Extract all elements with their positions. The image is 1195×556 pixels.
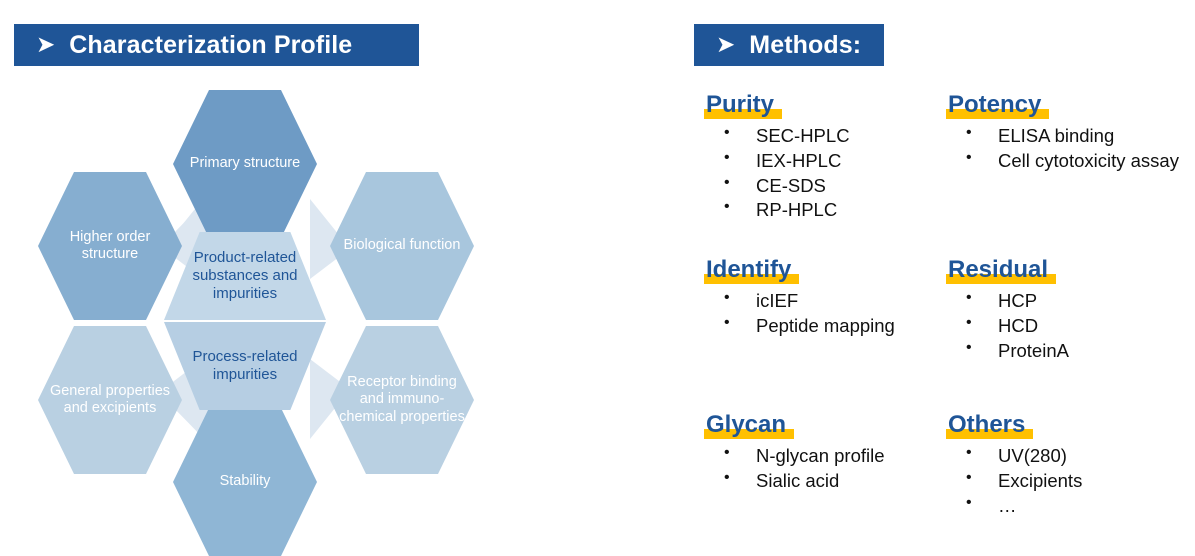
bullet-icon: • (966, 338, 972, 356)
list-item[interactable]: •SEC-HPLC (724, 124, 850, 147)
method-list-identify: •icIEF •Peptide mapping (704, 289, 940, 337)
bullet-icon: • (966, 444, 972, 462)
list-item[interactable]: •Cell cytotoxicity assay (966, 149, 1179, 172)
method-group-identify: Identify •icIEF •Peptide mapping (704, 256, 940, 339)
bullet-icon: • (966, 289, 972, 307)
methods-banner: ➤ Methods: (694, 24, 884, 66)
heading-highlight-bar (704, 109, 783, 120)
heading-highlight-bar (946, 274, 1057, 285)
bullet-icon: • (724, 124, 730, 142)
list-item[interactable]: •N-glycan profile (724, 444, 885, 467)
method-heading-others: Others (946, 411, 1034, 440)
hexagon-label: Higher order structure (69, 228, 151, 262)
bullet-icon: • (966, 314, 972, 332)
method-heading-identify: Identify (704, 256, 800, 285)
heading-highlight-bar (704, 274, 800, 285)
method-heading-potency: Potency (946, 91, 1050, 120)
method-heading-residual: Residual (946, 256, 1057, 285)
list-item[interactable]: •UV(280) (966, 444, 1067, 467)
bullet-icon: • (724, 469, 730, 487)
method-heading-glycan: Glycan (704, 411, 795, 440)
list-item[interactable]: •IEX-HPLC (724, 149, 842, 172)
bullet-icon: • (724, 314, 730, 332)
hexagon-label: General properties and excipients (49, 382, 171, 416)
method-list-potency: •ELISA binding •Cell cytotoxicity assay (946, 124, 1182, 172)
methods-panel: Purity •SEC-HPLC •IEX-HPLC •CE-SDS •RP-H… (694, 91, 1186, 552)
method-list-purity: •SEC-HPLC •IEX-HPLC •CE-SDS •RP-HPLC (704, 124, 940, 222)
list-item[interactable]: •Sialic acid (724, 469, 840, 492)
characterization-profile-banner: ➤ Characterization Profile (14, 24, 419, 66)
method-list-residual: •HCP •HCD •ProteinA (946, 289, 1182, 362)
method-group-purity: Purity •SEC-HPLC •IEX-HPLC •CE-SDS •RP-H… (704, 91, 940, 223)
hexagon-label: Process-related impurities (192, 348, 298, 383)
list-item[interactable]: •ELISA binding (966, 124, 1115, 147)
page-title: Characterization Profile (69, 30, 353, 59)
method-list-others: •UV(280) •Excipients •… (946, 444, 1182, 517)
hexagon-label: Stability (219, 473, 271, 490)
method-list-glycan: •N-glycan profile •Sialic acid (704, 444, 940, 492)
bullet-icon: • (966, 149, 972, 167)
characterization-profile-diagram: Primary structure Higher order structure… (20, 82, 490, 556)
method-group-potency: Potency •ELISA binding •Cell cytotoxicit… (946, 91, 1182, 174)
list-item[interactable]: •RP-HPLC (724, 198, 838, 221)
bullet-icon: • (724, 198, 730, 216)
bullet-icon: • (966, 469, 972, 487)
list-item[interactable]: •CE-SDS (724, 173, 826, 196)
heading-highlight-bar (946, 429, 1034, 440)
hexagon-receptor-binding-immunochemical[interactable]: Receptor binding and immuno-chemical pro… (330, 326, 474, 474)
chevron-right-arrow-icon: ➤ (716, 30, 736, 57)
list-item[interactable]: •ProteinA (966, 338, 1069, 361)
heading-highlight-bar (946, 109, 1050, 120)
heading-highlight-bar (704, 429, 795, 440)
list-item[interactable]: •Excipients (966, 469, 1083, 492)
list-item[interactable]: •HCP (966, 289, 1038, 312)
bullet-icon: • (724, 444, 730, 462)
bullet-icon: • (966, 493, 972, 511)
method-heading-purity: Purity (704, 91, 783, 120)
hexagon-general-properties-and-excipients[interactable]: General properties and excipients (38, 326, 182, 474)
list-item[interactable]: •Peptide mapping (724, 314, 895, 337)
method-group-glycan: Glycan •N-glycan profile •Sialic acid (704, 411, 940, 494)
list-item[interactable]: •… (966, 493, 1017, 516)
hexagon-stability[interactable]: Stability (173, 408, 317, 556)
hexagon-biological-function[interactable]: Biological function (330, 172, 474, 320)
bullet-icon: • (724, 289, 730, 307)
bullet-icon: • (724, 173, 730, 191)
hexagon-label: Primary structure (189, 155, 301, 172)
methods-title: Methods: (749, 30, 862, 59)
bullet-icon: • (966, 124, 972, 142)
list-item[interactable]: •HCD (966, 314, 1039, 337)
hexagon-label: Product-related substances and impuritie… (192, 249, 298, 302)
method-group-residual: Residual •HCP •HCD •ProteinA (946, 256, 1182, 363)
hexagon-label: Receptor binding and immuno-chemical pro… (339, 374, 465, 425)
bullet-icon: • (724, 149, 730, 167)
chevron-right-arrow-icon: ➤ (36, 30, 56, 57)
list-item[interactable]: •icIEF (724, 289, 799, 312)
hexagon-higher-order-structure[interactable]: Higher order structure (38, 172, 182, 320)
method-group-others: Others •UV(280) •Excipients •… (946, 411, 1182, 518)
hexagon-label: Biological function (343, 237, 461, 254)
